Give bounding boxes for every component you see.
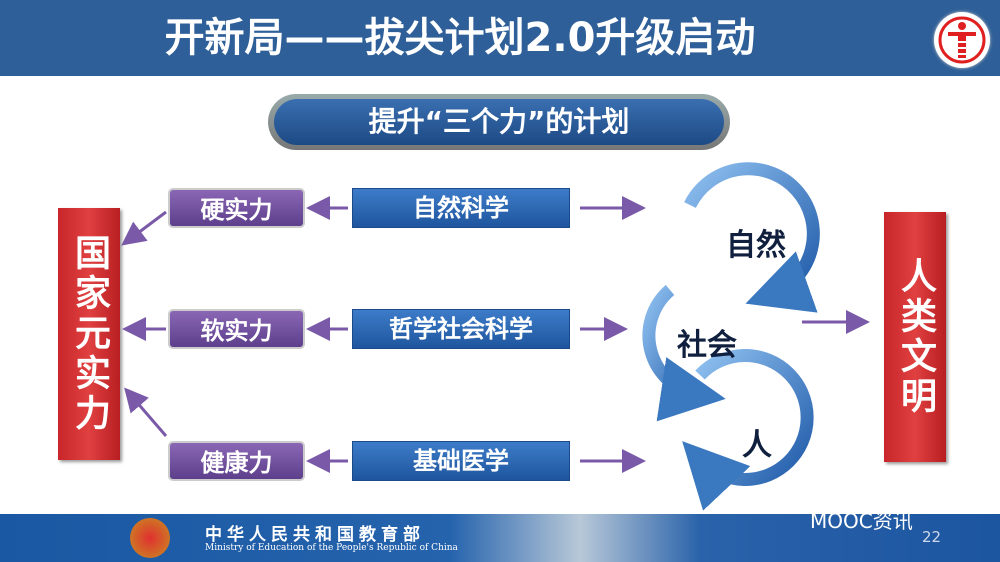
header-bar [0, 0, 1000, 76]
national-strength-box: 国家元实力 [58, 208, 120, 460]
national-emblem-icon [130, 518, 170, 558]
ministry-name-cn: 中华人民共和国教育部 [205, 525, 425, 545]
page-number: 22 [922, 528, 942, 546]
human-civilization-box: 人类文明 [884, 212, 946, 462]
ministry-name-en: Ministry of Education of the People's Re… [205, 543, 458, 553]
slide-title: 开新局——拔尖计划2.0升级启动 [164, 15, 756, 61]
watermark: MOOC资讯 [810, 509, 913, 533]
logo-icon [934, 12, 990, 68]
basic-medicine-box: 基础医学 [352, 441, 570, 481]
cycle-arc-society [642, 285, 726, 422]
subtitle: 提升“三个力”的计划 [274, 99, 724, 145]
natural-science-box: 自然科学 [352, 188, 570, 228]
cycle-arc-human [682, 349, 814, 511]
hard-power-box: 硬实力 [168, 188, 305, 228]
health-power-box: 健康力 [168, 441, 305, 481]
cycle-society-label: 社会 [677, 328, 737, 363]
cycle-human-label: 人 [742, 428, 772, 463]
cycle-nature-label: 自然 [726, 228, 786, 263]
soft-power-box: 软实力 [168, 309, 305, 349]
social-science-box: 哲学社会科学 [352, 309, 570, 349]
cycle-arc-nature [684, 162, 820, 313]
